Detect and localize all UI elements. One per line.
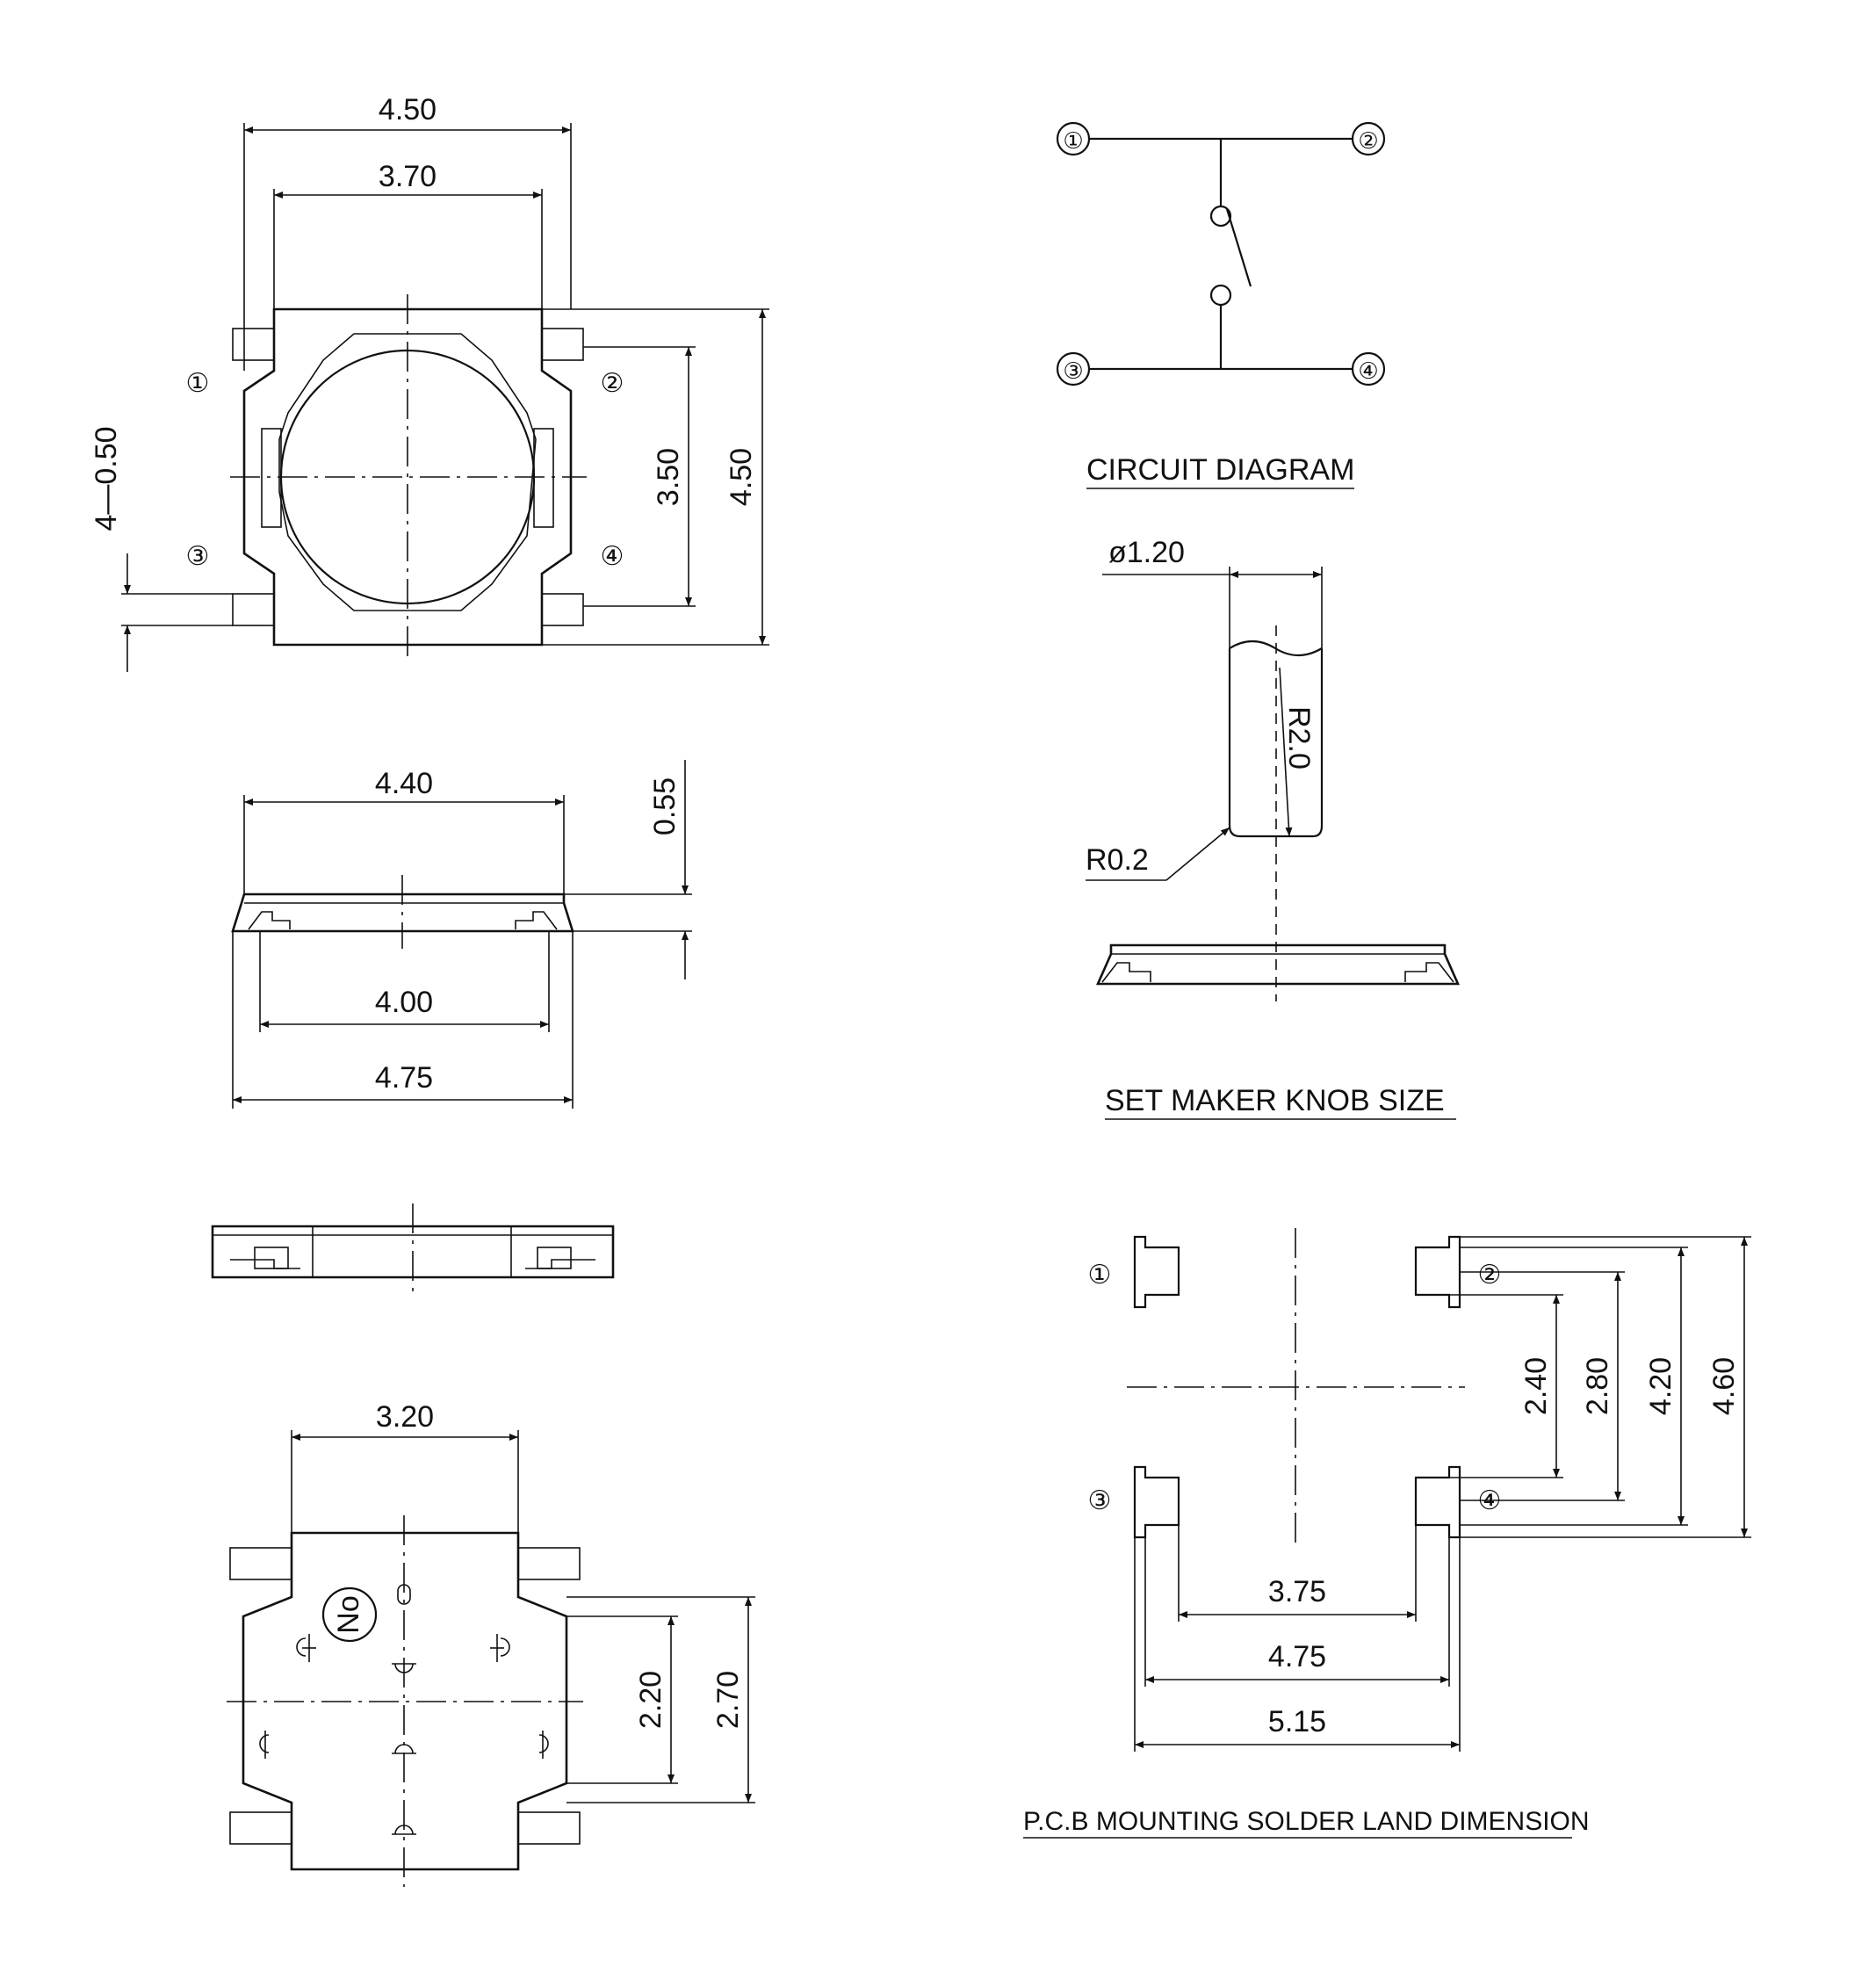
cap-outline (278, 333, 537, 611)
dim-side-height: 0.55 (648, 777, 682, 835)
dim-top-width-outer: 4.50 (379, 93, 437, 126)
dim-top-height-outer: 4.50 (725, 448, 758, 506)
dim-side-width-top: 4.40 (375, 767, 433, 800)
circuit-diagram: ① ② ③ ④ CIRCUIT DIAGRAM (1056, 121, 1386, 489)
dim-knob-radius-top: R2.0 (1282, 706, 1316, 770)
knob-size-title: SET MAKER KNOB SIZE (1105, 1084, 1445, 1117)
terminal-2-top-view (541, 328, 584, 361)
pcb-pin-1: ① (1088, 1261, 1112, 1290)
side-view-lead-left (248, 911, 291, 930)
dim-pcb-475: 4.75 (1268, 1640, 1326, 1673)
dim-knob-diameter: ø1.20 (1108, 536, 1185, 569)
pcb-pin-3: ③ (1088, 1486, 1112, 1515)
dim-pcb-375: 3.75 (1268, 1575, 1326, 1608)
polarity-slot (397, 1584, 411, 1605)
clip-left (261, 428, 282, 528)
dim-pcb-515: 5.15 (1268, 1705, 1326, 1738)
land-pad-1 (1133, 1235, 1180, 1309)
dim-pcb-240: 2.40 (1519, 1357, 1553, 1415)
side-view-lead-right (515, 911, 558, 930)
marking-circle (321, 1586, 378, 1643)
dim-bottom-height-inner: 2.20 (634, 1671, 667, 1729)
side-view: 4.40 0.55 4.00 4.75 (231, 760, 692, 1109)
dim-pcb-420: 4.20 (1644, 1357, 1678, 1415)
dim-top-height-pins: 3.50 (652, 448, 685, 506)
circuit-pin-4: ④ (1358, 358, 1378, 384)
circuit-pin-3: ③ (1063, 358, 1083, 384)
circuit-pin-1: ① (1063, 127, 1083, 154)
bottom-view-body (242, 1531, 568, 1871)
dim-line-knob-radius-edge (1165, 827, 1230, 881)
dim-pin-width: 4—0.50 (90, 426, 123, 531)
pin-label-2-top: ② (601, 369, 624, 398)
front-view-lead-right (537, 1247, 572, 1269)
switch-contact-bottom (1209, 284, 1232, 307)
dim-pcb-460: 4.60 (1707, 1357, 1741, 1415)
terminal-1-top-view (232, 328, 275, 361)
switch-lever (1225, 208, 1252, 287)
circuit-pin-2: ② (1358, 127, 1378, 154)
dim-side-width-inner: 4.00 (375, 986, 433, 1019)
land-pad-2 (1414, 1235, 1461, 1309)
dim-bottom-height-outer: 2.70 (711, 1671, 745, 1729)
pin-label-4-top: ④ (601, 542, 624, 571)
rivet-markers (259, 1634, 549, 1835)
bottom-view: No 3.20 2.20 2.70 (227, 1400, 755, 1887)
front-view-lead-left (254, 1247, 289, 1269)
knob-switch-body (1096, 943, 1460, 986)
pcb-pin-2: ② (1478, 1261, 1502, 1290)
front-view-body (211, 1225, 615, 1279)
dim-bottom-width: 3.20 (376, 1400, 434, 1434)
top-view: 4.50 3.70 3.50 4.50 4—0.50 ① ② ③ ④ (90, 93, 769, 672)
pin-label-3-top: ③ (186, 542, 210, 571)
switch-contact-top (1209, 205, 1232, 228)
clip-right (533, 428, 554, 528)
dim-top-width-inner: 3.70 (379, 160, 437, 193)
dim-line-knob-radius-top (1279, 667, 1293, 837)
terminal-bottom-4 (517, 1811, 581, 1845)
front-view (211, 1203, 615, 1298)
knob-size-view: ø1.20 R2.0 R0.2 SET MAKER KNOB SIZE (1086, 536, 1460, 1120)
pin-label-1-top: ① (186, 369, 210, 398)
dim-side-width-outer: 4.75 (375, 1061, 433, 1095)
bottom-marking: No (332, 1595, 365, 1633)
dim-pcb-280: 2.80 (1581, 1357, 1614, 1415)
terminal-bottom-3 (229, 1811, 292, 1845)
terminal-bottom-1 (229, 1547, 292, 1580)
pcb-land-view: ① ② ③ ④ 2.40 2.80 4.20 4.60 3.75 4.75 5 (1023, 1228, 1751, 1839)
pcb-land-title: P.C.B MOUNTING SOLDER LAND DIMENSION (1023, 1807, 1590, 1836)
terminal-3-top-view (232, 593, 275, 626)
terminal-bottom-2 (517, 1547, 581, 1580)
dim-knob-radius-edge: R0.2 (1086, 843, 1149, 877)
circuit-diagram-title: CIRCUIT DIAGRAM (1086, 453, 1354, 487)
land-pad-3 (1133, 1465, 1180, 1539)
terminal-4-top-view (541, 593, 584, 626)
